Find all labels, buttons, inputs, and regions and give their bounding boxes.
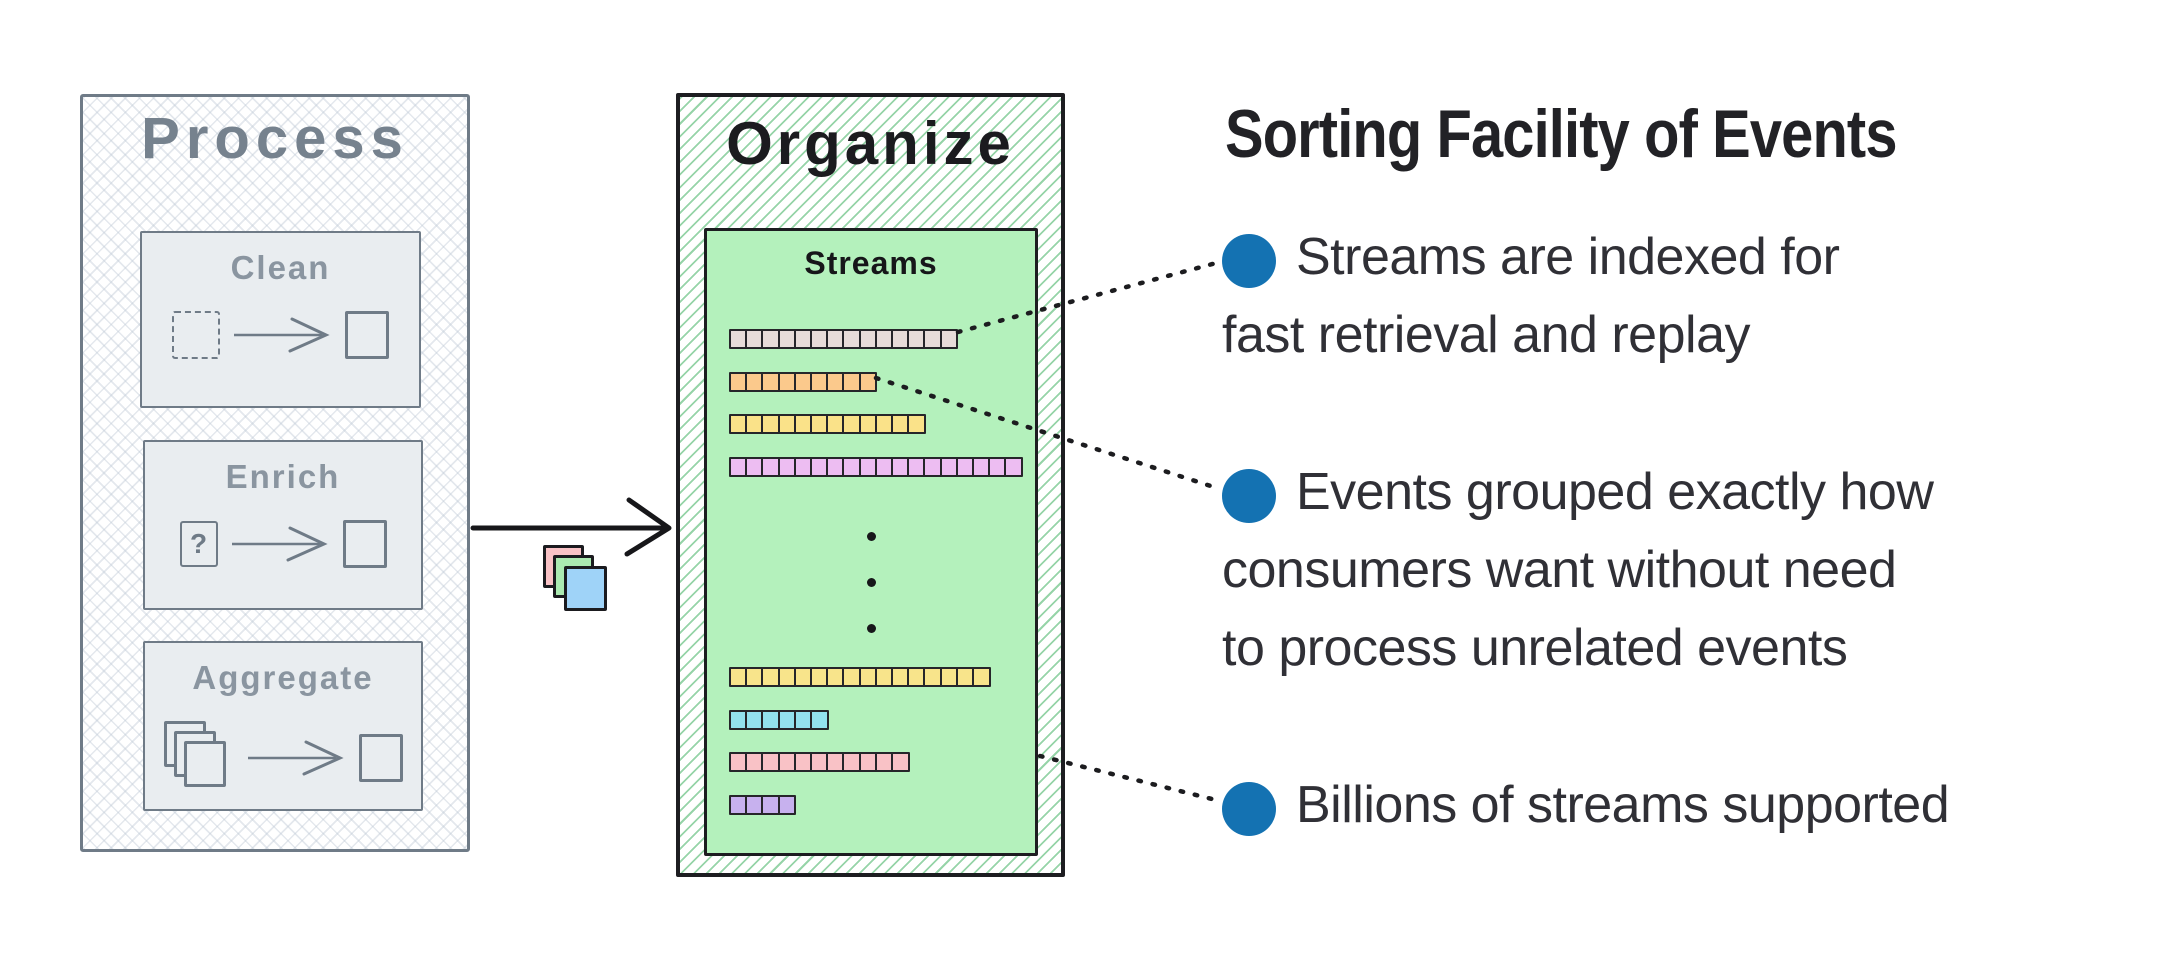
stream-row: [729, 752, 910, 772]
bullet-item-grouped: Events grouped exactly how consumers want…: [1222, 453, 2082, 687]
event-card-blue: [564, 566, 607, 611]
event-square: [777, 795, 797, 815]
step-label-aggregate: Aggregate: [192, 659, 374, 696]
clean-icon-row: [172, 311, 389, 359]
bullet-text-line: fast retrieval and replay: [1222, 306, 1751, 364]
aggregate-icon-row: [163, 721, 403, 795]
square-icon: [345, 311, 389, 359]
square-icon: [358, 734, 403, 782]
stream-row: [729, 414, 926, 434]
right-arrow-icon: [234, 317, 330, 353]
process-panel-title: Process: [141, 106, 409, 171]
process-panel: Process Clean Enrich ?: [80, 94, 470, 852]
stream-row: [729, 329, 959, 349]
event-square: [858, 372, 878, 392]
bullet-marker-icon: [1222, 234, 1276, 288]
stream-row: [729, 667, 991, 687]
stream-row: [729, 372, 878, 392]
dotted-connector-3: [1037, 753, 1223, 804]
event-square: [891, 752, 910, 772]
bullet-item-indexed: Streams are indexed for fast retrieval an…: [1222, 218, 2082, 374]
right-arrow-icon: [231, 526, 328, 562]
bullet-item-billions: Billions of streams supported: [1222, 766, 2082, 844]
bullet-text-line: Events grouped exactly how: [1222, 453, 2082, 531]
stacked-squares-icon: [163, 721, 234, 795]
ellipsis-dot: [867, 624, 876, 633]
organize-panel: Organize Streams: [676, 93, 1065, 877]
page-title: Sorting Facility of Events: [1225, 96, 1897, 172]
event-square: [907, 414, 926, 434]
step-box-clean: Clean: [140, 231, 421, 408]
event-square: [939, 329, 959, 349]
organize-panel-title: Organize: [726, 110, 1015, 177]
bullet-marker-icon: [1222, 469, 1276, 523]
step-label-clean: Clean: [230, 249, 331, 286]
bullet-text-line: Streams are indexed for: [1222, 218, 2082, 296]
enrich-icon-row: ?: [179, 520, 387, 568]
step-box-aggregate: Aggregate: [143, 641, 423, 811]
step-box-enrich: Enrich ?: [143, 440, 423, 610]
bullet-text-line: consumers want without need: [1222, 541, 1897, 599]
question-square-icon: ?: [179, 521, 218, 567]
ellipsis-dot: [867, 532, 876, 541]
event-square: [1004, 457, 1024, 477]
arrowhead: [624, 497, 672, 557]
event-square: [972, 667, 991, 687]
stream-row: [729, 457, 1024, 477]
streams-box-title: Streams: [804, 245, 938, 281]
step-label-enrich: Enrich: [225, 458, 341, 495]
dashed-square-icon: [172, 311, 220, 359]
ellipsis-dot: [867, 578, 876, 587]
square-icon: [342, 520, 387, 568]
event-square: [810, 710, 829, 730]
bullet-marker-icon: [1222, 782, 1276, 836]
bullet-text-line: Billions of streams supported: [1222, 766, 2082, 844]
stream-row: [729, 795, 797, 815]
stream-row: [729, 710, 829, 730]
bullet-text-line: to process unrelated events: [1222, 619, 1848, 677]
streams-box: Streams: [704, 228, 1038, 856]
right-arrow-icon: [247, 740, 344, 776]
